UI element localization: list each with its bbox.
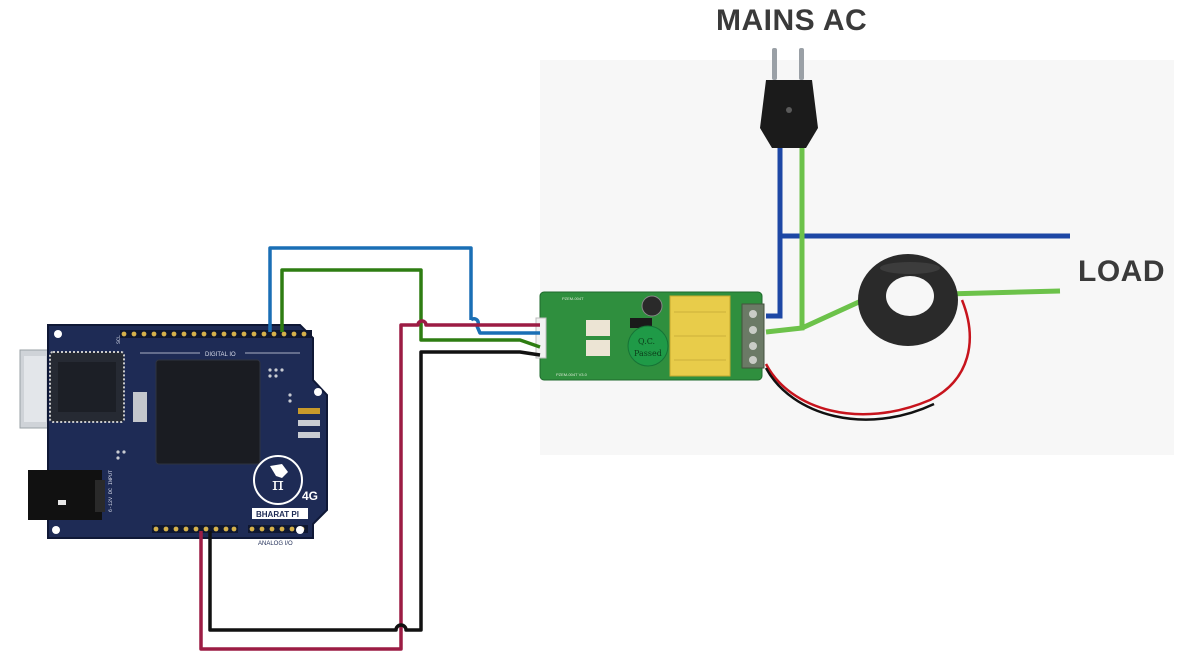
module-top-text: PZEM-004T: [562, 296, 584, 301]
power-input-label: 6-12V DC INPUT: [108, 470, 114, 512]
mains-plug: [760, 48, 818, 148]
svg-text:SCL: SCL: [116, 335, 122, 344]
capacitor: [641, 295, 663, 317]
smd-4: [298, 432, 320, 438]
ct-sensor: [764, 254, 971, 421]
bharat-pi-board: SCL DIGITAL IO π BHARAT PI 4G 6-12V DC I…: [19, 324, 328, 547]
badge-4g: 4G: [302, 489, 318, 503]
digital-io-label: DIGITAL IO: [205, 352, 236, 358]
ct-wire-red: [764, 299, 971, 416]
qc-sticker: [627, 325, 669, 367]
terminal-block: [741, 303, 765, 369]
board-name: BHARAT PI: [256, 510, 299, 519]
mains-blue-wire: [766, 148, 783, 319]
main-4g-module: [155, 359, 261, 465]
plug-body: [760, 80, 818, 148]
black-wire: [208, 350, 541, 632]
bharat-pi-logo: [253, 455, 303, 505]
wifi-module-chip: [58, 362, 116, 412]
optocoupler-2: [586, 340, 610, 356]
dc-jack-front: [95, 480, 105, 512]
blue-wire: [268, 246, 540, 335]
plug-pin-right: [799, 48, 804, 80]
ct-ring-hole: [886, 276, 934, 316]
signal-wires: [199, 246, 541, 651]
pzem-module: Q.C. Passed PZEM-004T PZEM-004T V3.0: [535, 291, 765, 381]
module-bottom-text: PZEM-004T V3.0: [556, 372, 588, 377]
qc-stamp-line2: Passed: [634, 349, 662, 358]
load-label: LOAD: [1078, 255, 1165, 288]
crystal: [133, 392, 147, 422]
board-vias: [116, 368, 292, 460]
analog-header-strip: [248, 525, 308, 533]
smd-2: [298, 408, 320, 414]
smd-3: [298, 420, 320, 426]
pi-symbol: π: [272, 474, 284, 495]
board-name-plate: [252, 508, 308, 519]
plug-pin-left: [772, 48, 777, 80]
top-pin-labels: SCL: [116, 335, 122, 344]
module-connector: [535, 317, 547, 359]
module-ic: [630, 318, 652, 328]
analog-io-label: ANALOG I/O: [258, 541, 293, 547]
mount-holes: [52, 330, 322, 534]
green-wire: [280, 268, 541, 349]
top-header-pins: [121, 331, 307, 337]
optocoupler-1: [586, 320, 610, 336]
photo-background: [540, 60, 1174, 455]
india-map-icon: [270, 464, 288, 478]
red-wire: [199, 319, 540, 651]
ct-wire-black: [764, 367, 935, 421]
dc-jack: [28, 470, 102, 520]
smd-1: [58, 500, 66, 505]
usb-connector-inner: [24, 356, 46, 422]
terminal-screws: [749, 310, 757, 364]
qc-stamp-line1: Q.C.: [638, 337, 655, 346]
mains-ac-label: MAINS AC: [716, 4, 868, 37]
